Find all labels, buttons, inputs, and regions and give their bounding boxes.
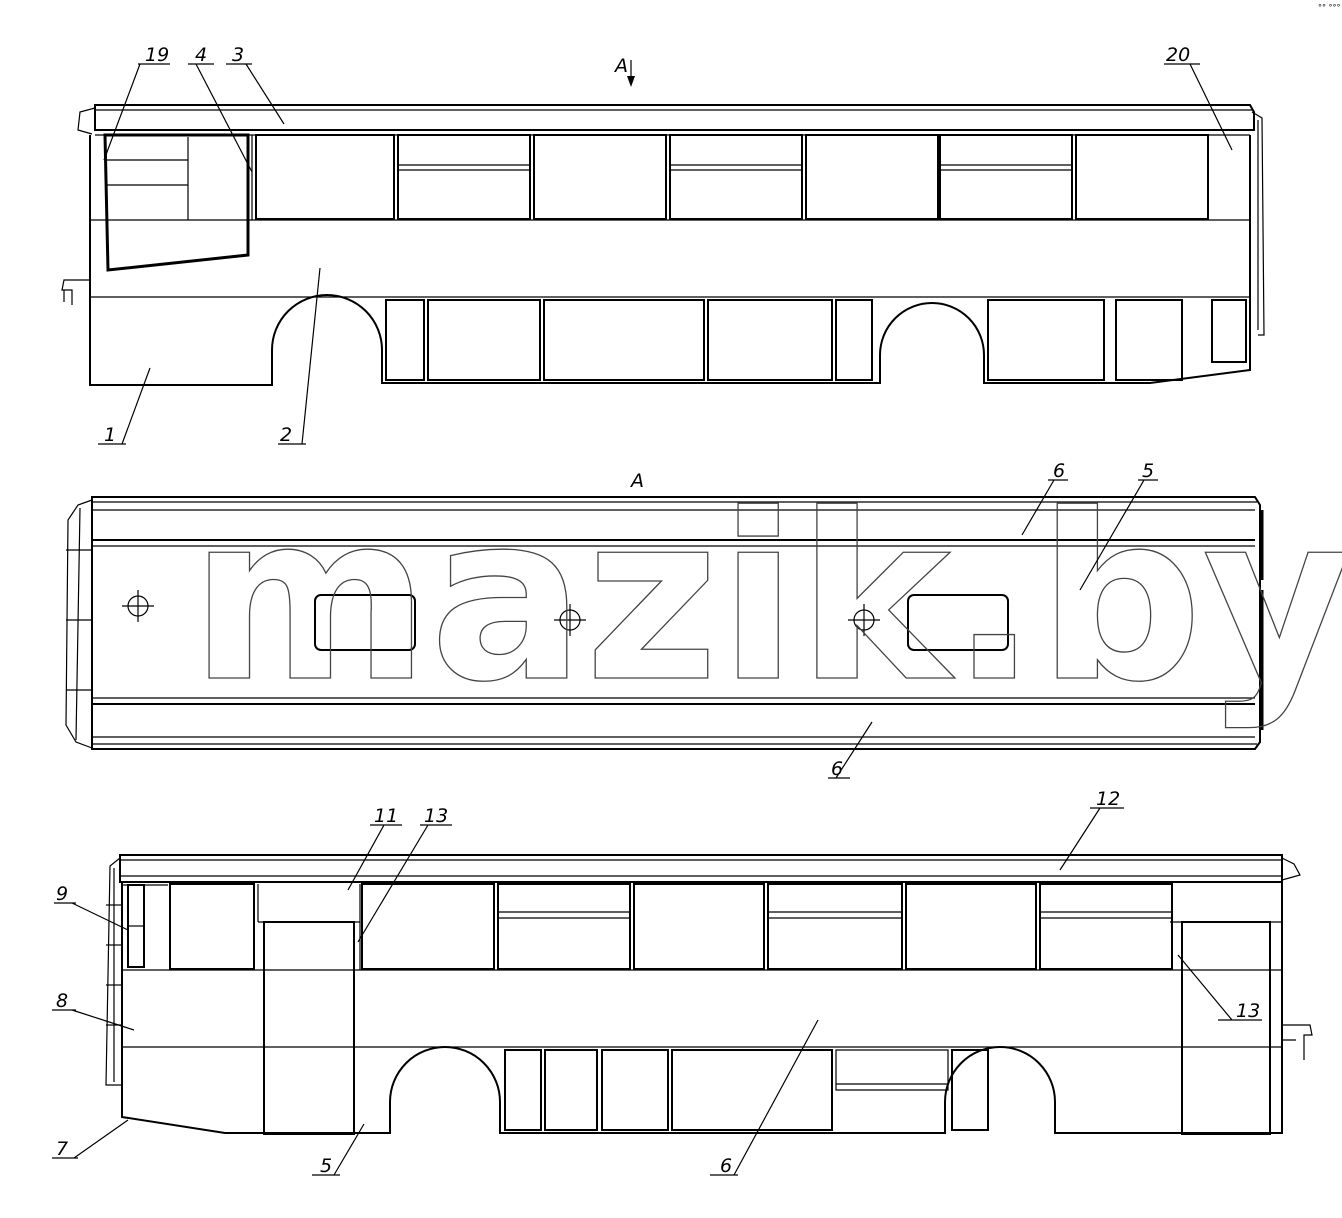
callout-19: 19 <box>145 44 169 66</box>
callout-4: 4 <box>195 44 207 66</box>
callout-13-left: 13 <box>424 805 448 827</box>
roof-plan-view <box>65 496 1264 750</box>
leader-lines <box>52 60 1262 1176</box>
watermark-text: mazik.by <box>190 466 1342 733</box>
callout-13-right: 13 <box>1236 1000 1260 1022</box>
callout-1: 1 <box>104 424 116 446</box>
callout-7: 7 <box>56 1138 68 1160</box>
callout-9: 9 <box>56 883 68 905</box>
side-view-right <box>61 104 1265 386</box>
callout-5-top: 5 <box>1142 460 1154 482</box>
callout-3: 3 <box>232 44 244 66</box>
callout-5-bottom: 5 <box>320 1155 332 1177</box>
side-view-left <box>105 854 1313 1135</box>
callout-6-top: 6 <box>1053 460 1065 482</box>
callout-6-mid: 6 <box>831 758 843 780</box>
callout-20: 20 <box>1166 44 1190 66</box>
view-a-label: A <box>629 470 644 492</box>
callout-2: 2 <box>280 424 292 446</box>
corner-mark: °° °°° <box>1318 3 1341 12</box>
callout-6-bottom: 6 <box>720 1155 732 1177</box>
view-a-arrow-label: A <box>613 55 628 77</box>
callout-11: 11 <box>374 805 398 827</box>
callout-8: 8 <box>56 990 68 1012</box>
callout-12: 12 <box>1096 788 1120 810</box>
